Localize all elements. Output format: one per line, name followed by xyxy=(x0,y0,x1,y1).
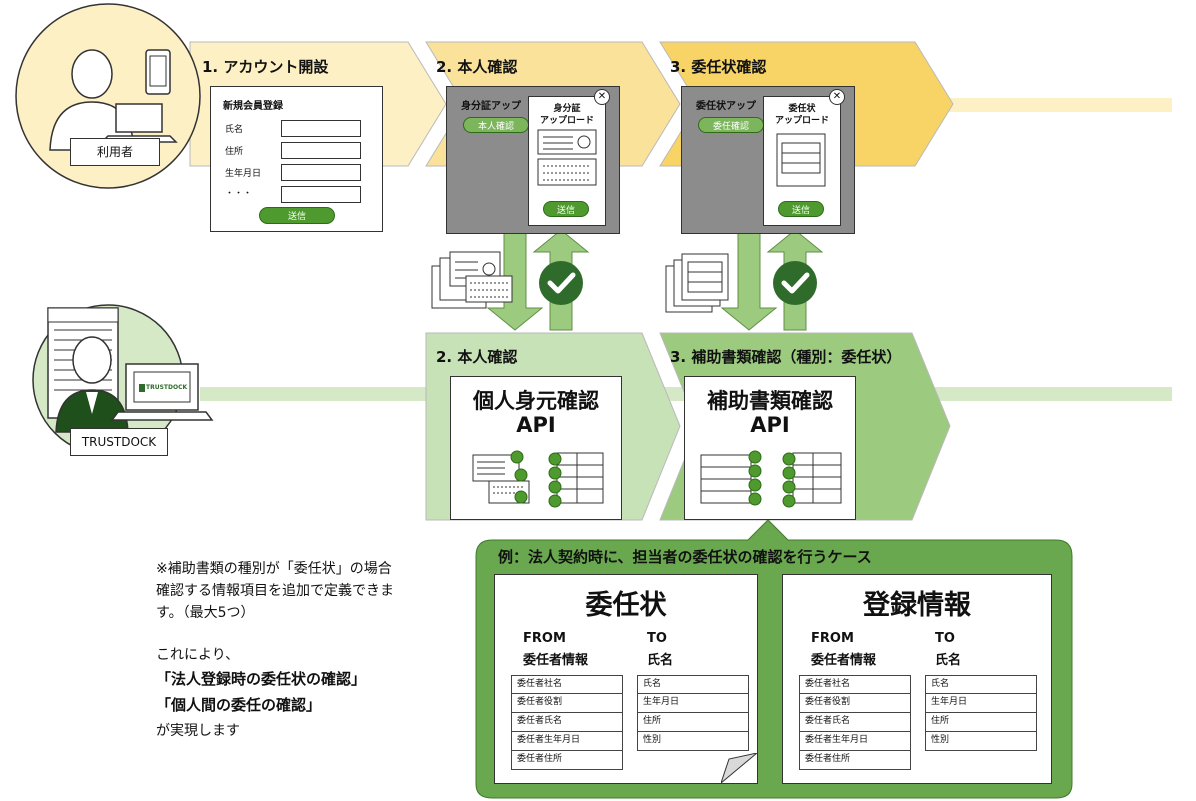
id-upload-back-title: 身分証アップ xyxy=(461,101,521,112)
document-api-label: API xyxy=(750,413,790,437)
poa-to-label: TO xyxy=(647,631,667,646)
api-step2-title: 2. 本人確認 xyxy=(436,348,518,366)
poa-card: 委任状 FROM 委任者情報 TO 氏名 委任者社名 委任者役割 委任者氏名 委… xyxy=(494,574,758,784)
close-icon[interactable]: ✕ xyxy=(829,89,845,105)
check-circle-icon xyxy=(539,261,583,305)
id-upload-popup-title: 身分証 xyxy=(553,104,581,114)
step1-title: 1. アカウント開設 xyxy=(202,58,329,76)
note-line-7: が実現します xyxy=(156,723,240,739)
poa-from-label: FROM xyxy=(523,631,566,646)
table-cell: 氏名 xyxy=(637,675,749,694)
poa-card-title: 委任状 xyxy=(585,590,667,621)
identity-api-name: 個人身元確認 xyxy=(473,389,599,413)
poa-to-table: 氏名 生年月日 住所 性別 xyxy=(637,675,749,751)
table-cell: 委任者生年月日 xyxy=(799,732,911,751)
birthdate-input[interactable] xyxy=(281,164,361,181)
registration-from-sublabel: 委任者情報 xyxy=(811,653,877,668)
id-card-icon xyxy=(537,129,597,186)
poa-upload-back-title: 委任状アップ xyxy=(696,101,756,112)
poa-upload-popup-title: 委任状 xyxy=(788,104,816,114)
name-input[interactable] xyxy=(281,120,361,137)
down-arrow-step3 xyxy=(720,227,778,331)
table-cell: 生年月日 xyxy=(637,694,749,713)
table-cell: 委任者住所 xyxy=(511,751,623,770)
note-line-6: 「個人間の委任の確認」 xyxy=(156,696,322,714)
registration-from-table: 委任者社名 委任者役割 委任者氏名 委任者生年月日 委任者住所 xyxy=(799,675,911,770)
address-input[interactable] xyxy=(281,142,361,159)
table-cell: 委任者役割 xyxy=(511,694,623,713)
poa-verify-pill: 委任確認 xyxy=(698,117,764,133)
identity-check-docs-icon xyxy=(472,450,604,508)
trustdock-label: TRUSTDOCK xyxy=(70,428,168,456)
id-upload-popup-subtitle: アップロード xyxy=(539,116,594,126)
id-upload-popup: 身分証 アップロード 送信 xyxy=(528,96,606,226)
note-line-1: ※補助書類の種別が「委任状」の場合 xyxy=(156,561,392,577)
table-cell: 委任者社名 xyxy=(511,675,623,694)
note-line-5: 「法人登録時の委任状の確認」 xyxy=(156,670,367,688)
operator-person-icon xyxy=(55,336,129,433)
signup-submit-button[interactable]: 送信 xyxy=(259,207,335,224)
trustdock-screen-logo: TRUSTDOCK xyxy=(146,384,188,391)
table-cell: 委任者氏名 xyxy=(799,713,911,732)
close-icon[interactable]: ✕ xyxy=(594,89,610,105)
note-line-3: す。（最大5つ） xyxy=(156,605,255,621)
document-api-box: 補助書類確認 API xyxy=(684,376,856,520)
more-input[interactable] xyxy=(281,186,361,203)
registration-to-table: 氏名 生年月日 住所 性別 xyxy=(925,675,1037,751)
table-cell: 性別 xyxy=(637,732,749,751)
registration-from-label: FROM xyxy=(811,631,854,646)
registration-card: 登録情報 FROM 委任者情報 TO 氏名 委任者社名 委任者役割 委任者氏名 … xyxy=(782,574,1052,784)
down-arrow-step2 xyxy=(486,227,544,331)
field-label-birthdate: 生年月日 xyxy=(225,169,262,179)
user-flow-line xyxy=(940,98,1172,112)
poa-upload-popup: 委任状 アップロード 送信 xyxy=(763,96,841,226)
step2-title: 2. 本人確認 xyxy=(436,58,518,76)
table-cell: 住所 xyxy=(637,713,749,732)
table-cell: 生年月日 xyxy=(925,694,1037,713)
poa-upload-popup-subtitle: アップロード xyxy=(774,116,829,126)
poa-upload-submit-button[interactable]: 送信 xyxy=(778,201,824,217)
registration-to-label: TO xyxy=(935,631,955,646)
table-cell: 委任者氏名 xyxy=(511,713,623,732)
table-cell: 委任者役割 xyxy=(799,694,911,713)
trustdock-laptop-icon xyxy=(110,363,214,421)
table-cell: 委任者社名 xyxy=(799,675,911,694)
note-line-2: 確認する情報項目を追加で定義できま xyxy=(156,583,394,599)
table-cell: 性別 xyxy=(925,732,1037,751)
table-cell: 氏名 xyxy=(925,675,1037,694)
step3-title: 3. 委任状確認 xyxy=(670,58,767,76)
field-label-more: ・・・ xyxy=(225,189,253,199)
registration-card-title: 登録情報 xyxy=(863,590,971,621)
page-curl-icon xyxy=(721,753,757,783)
poa-from-table: 委任者社名 委任者役割 委任者氏名 委任者生年月日 委任者住所 xyxy=(511,675,623,770)
api-step3-title: 3. 補助書類確認（種別：委任状） xyxy=(670,348,902,366)
note-line-4: これにより、 xyxy=(156,647,240,663)
table-cell: 住所 xyxy=(925,713,1037,732)
poa-from-sublabel: 委任者情報 xyxy=(523,653,589,668)
table-cell: 委任者住所 xyxy=(799,751,911,770)
identity-api-label: API xyxy=(516,413,556,437)
table-cell: 委任者生年月日 xyxy=(511,732,623,751)
identity-api-box: 個人身元確認 API xyxy=(450,376,622,520)
example-title: 例：法人契約時に、担当者の委任状の確認を行うケース xyxy=(498,548,872,566)
id-verify-pill: 本人確認 xyxy=(463,117,529,133)
document-api-name: 補助書類確認 xyxy=(707,389,833,413)
signup-form-title: 新規会員登録 xyxy=(223,101,283,112)
field-label-address: 住所 xyxy=(225,147,244,157)
user-label: 利用者 xyxy=(70,138,160,166)
id-documents-stack-icon xyxy=(431,251,513,309)
registration-to-sublabel: 氏名 xyxy=(935,653,962,668)
field-label-name: 氏名 xyxy=(225,125,244,135)
poa-to-sublabel: 氏名 xyxy=(647,653,674,668)
poa-document-icon xyxy=(776,133,826,187)
poa-documents-stack-icon xyxy=(665,253,729,313)
id-upload-submit-button[interactable]: 送信 xyxy=(543,201,589,217)
signup-form: 新規会員登録 氏名 住所 生年月日 ・・・ 送信 xyxy=(210,86,383,232)
check-circle-icon xyxy=(773,261,817,305)
document-check-docs-icon xyxy=(700,450,842,508)
